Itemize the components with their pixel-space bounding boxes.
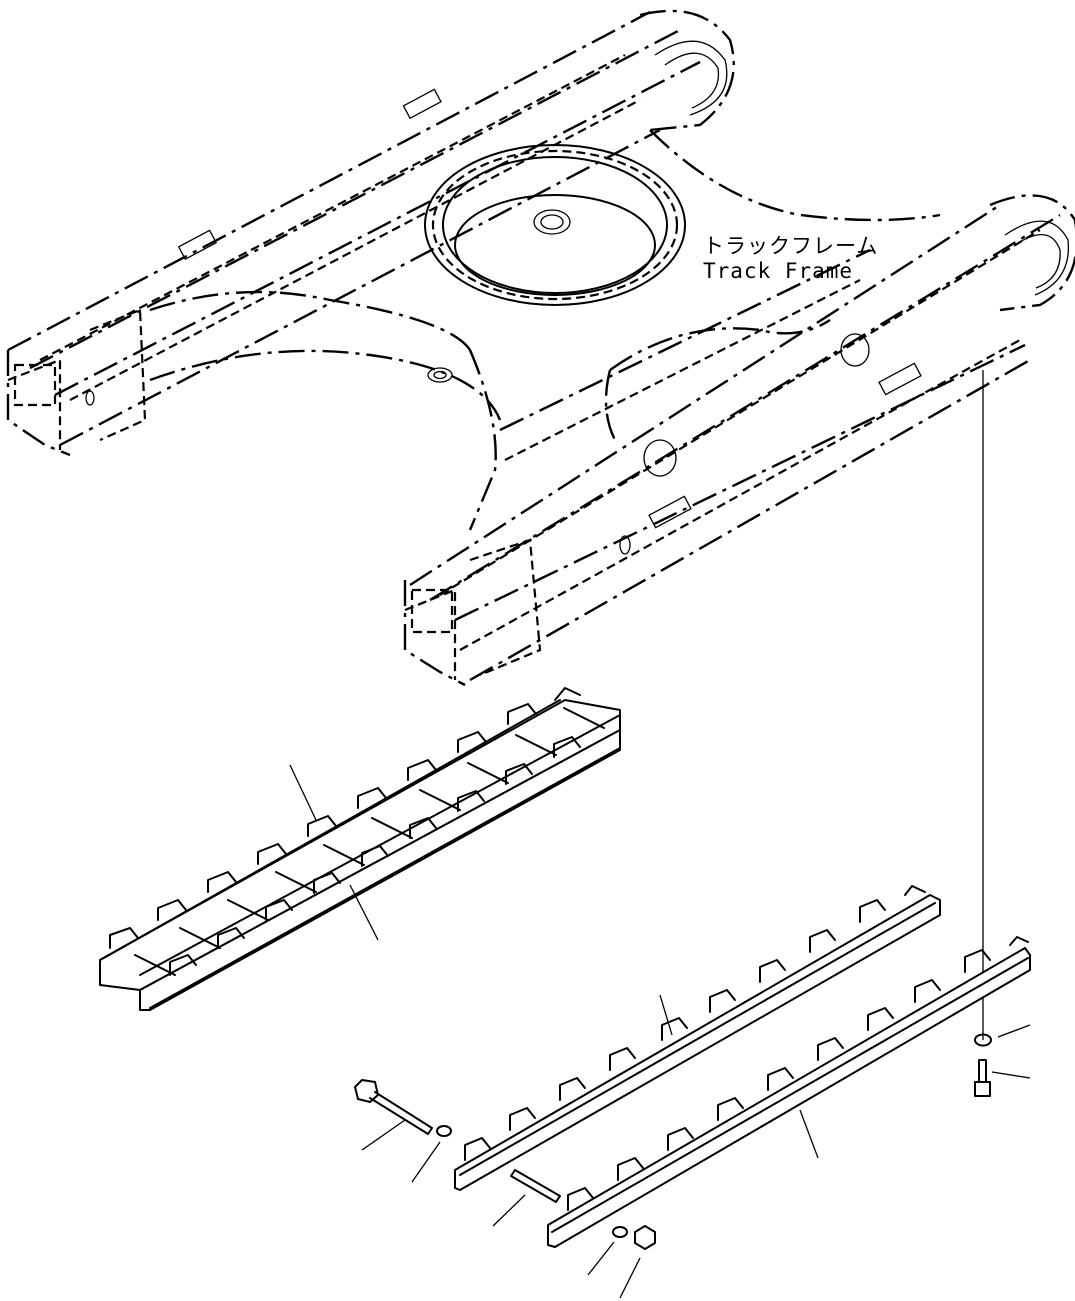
short-bolt — [974, 1059, 1031, 1097]
washer-bolt — [411, 1125, 452, 1183]
swing-circle — [424, 144, 686, 306]
track-frame — [6, 9, 1075, 687]
washer-frame — [974, 1024, 1031, 1047]
track-frame-label-jp: トラックフレーム — [703, 234, 879, 258]
track-frame-label-en: Track Frame — [703, 259, 854, 283]
lower-guard-rail-lower — [547, 936, 1031, 1248]
pin — [492, 1169, 561, 1227]
washer-nut — [587, 1226, 628, 1276]
upper-guard-assembly — [99, 687, 621, 1011]
long-bolt — [354, 1079, 433, 1151]
nut — [619, 1225, 656, 1299]
lower-guard-rail-upper — [454, 885, 941, 1191]
